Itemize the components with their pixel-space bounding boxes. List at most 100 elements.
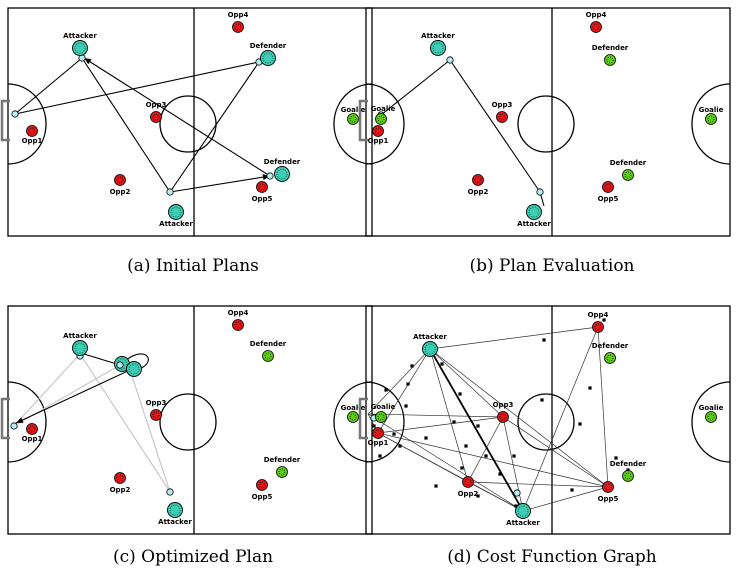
opponent-ring bbox=[606, 56, 614, 64]
opponent-ring bbox=[234, 321, 242, 329]
player-label-opp5: Opp5 bbox=[252, 493, 273, 501]
opponent-marker bbox=[150, 111, 162, 123]
opponent-ring bbox=[606, 354, 614, 362]
player-label-opp4: Opp4 bbox=[228, 309, 249, 317]
player-label-defender: Defender bbox=[610, 460, 647, 468]
opponent-marker bbox=[375, 411, 387, 423]
player-opp2: Opp2 bbox=[458, 476, 479, 498]
player-label-attacker: Attacker bbox=[506, 519, 540, 527]
opponent-ring bbox=[28, 127, 36, 135]
player-opp1: Opp1 bbox=[22, 125, 43, 145]
player-attacker: Attacker bbox=[506, 503, 540, 527]
pass-line bbox=[429, 326, 599, 350]
graph-vertex bbox=[464, 444, 468, 448]
pass-node bbox=[11, 110, 19, 118]
opponent-ring bbox=[349, 413, 357, 421]
pass-line bbox=[467, 416, 504, 483]
graph-vertex bbox=[384, 388, 388, 392]
own-player-ring bbox=[528, 206, 540, 218]
pass-arrow bbox=[83, 57, 271, 177]
player-label-goalie: Goalie bbox=[341, 106, 366, 114]
player-goalie: Goalie bbox=[341, 404, 366, 423]
soccer-field bbox=[358, 7, 731, 237]
own-player-ring bbox=[169, 504, 181, 516]
opponent-marker bbox=[472, 174, 484, 186]
opponent-ring bbox=[258, 183, 266, 191]
plan-lines bbox=[11, 54, 274, 196]
opponent-marker bbox=[497, 411, 509, 423]
opponent-marker bbox=[705, 411, 717, 423]
opponent-marker bbox=[372, 125, 384, 137]
player-opp3: Opp3 bbox=[146, 399, 167, 421]
own-player-ring bbox=[276, 168, 288, 180]
player-goalie: Goalie bbox=[371, 403, 396, 423]
player-label-attacker: Attacker bbox=[63, 332, 97, 340]
player-label-attacker: Attacker bbox=[159, 220, 193, 228]
opponent-ring bbox=[116, 474, 124, 482]
opponent-ring bbox=[258, 481, 266, 489]
player-opp5: Opp5 bbox=[598, 481, 619, 503]
player-label-opp3: Opp3 bbox=[492, 101, 513, 109]
opponent-marker bbox=[26, 423, 38, 435]
player-label-attacker: Attacker bbox=[413, 333, 447, 341]
pass-line bbox=[129, 369, 171, 493]
player-label-defender: Defender bbox=[264, 158, 301, 166]
opponent-marker bbox=[256, 479, 268, 491]
pass-line bbox=[597, 326, 609, 488]
pass-line bbox=[79, 353, 171, 493]
graph-vertex bbox=[398, 444, 402, 448]
pass-line bbox=[380, 59, 451, 116]
player-opp2: Opp2 bbox=[110, 174, 131, 196]
player-defender: Defender bbox=[610, 460, 647, 482]
pass-line bbox=[14, 61, 260, 115]
player-label-attacker: Attacker bbox=[517, 220, 551, 228]
opponent-marker bbox=[462, 476, 474, 488]
opponent-marker bbox=[590, 21, 602, 33]
player-label-opp1: Opp1 bbox=[368, 137, 389, 145]
pass-node bbox=[166, 488, 174, 496]
left-goal bbox=[358, 397, 368, 440]
graph-vertex bbox=[484, 454, 488, 458]
pass-line bbox=[377, 432, 469, 483]
pass-line bbox=[522, 326, 599, 512]
opponent-ring bbox=[152, 411, 160, 419]
player-attacker: Attacker bbox=[517, 204, 551, 228]
player-goalie: Goalie bbox=[699, 404, 724, 423]
own-player-ring bbox=[170, 206, 182, 218]
pass-line bbox=[522, 486, 609, 512]
player-opp4: Opp4 bbox=[588, 311, 609, 333]
player-label-opp4: Opp4 bbox=[588, 311, 609, 319]
player-goalie: Goalie bbox=[699, 106, 724, 125]
opponent-marker bbox=[347, 113, 359, 125]
pass-line bbox=[429, 348, 504, 418]
opponent-ring bbox=[474, 176, 482, 184]
player-opp4: Opp4 bbox=[228, 11, 249, 33]
player-label-defender: Defender bbox=[250, 42, 287, 50]
graph-vertex bbox=[476, 424, 480, 428]
player-defender: Defender bbox=[610, 159, 647, 181]
opponent-marker bbox=[256, 181, 268, 193]
opponent-ring bbox=[624, 171, 632, 179]
player-label-opp5: Opp5 bbox=[598, 495, 619, 503]
pass-line bbox=[429, 348, 609, 488]
center-circle bbox=[517, 393, 575, 451]
opponent-ring bbox=[377, 413, 385, 421]
player-label-goalie: Goalie bbox=[371, 105, 396, 113]
opponent-ring bbox=[464, 478, 472, 486]
player-label-opp2: Opp2 bbox=[468, 188, 489, 196]
opponent-ring bbox=[498, 113, 506, 121]
player-label-opp4: Opp4 bbox=[586, 11, 607, 19]
opponent-marker bbox=[114, 174, 126, 186]
left-penalty-arc bbox=[365, 83, 405, 165]
player-label-opp3: Opp3 bbox=[146, 101, 167, 109]
player-label-opp2: Opp2 bbox=[458, 490, 479, 498]
left-goal bbox=[358, 99, 368, 142]
player-opp4: Opp4 bbox=[586, 11, 607, 33]
player-attacker: Attacker bbox=[63, 332, 97, 356]
player-defender: Defender bbox=[264, 158, 301, 182]
graph-vertex bbox=[378, 454, 382, 458]
soccer-field bbox=[0, 7, 373, 237]
graph-vertex bbox=[570, 488, 574, 492]
opponent-ring bbox=[28, 425, 36, 433]
opponent-marker bbox=[347, 411, 359, 423]
